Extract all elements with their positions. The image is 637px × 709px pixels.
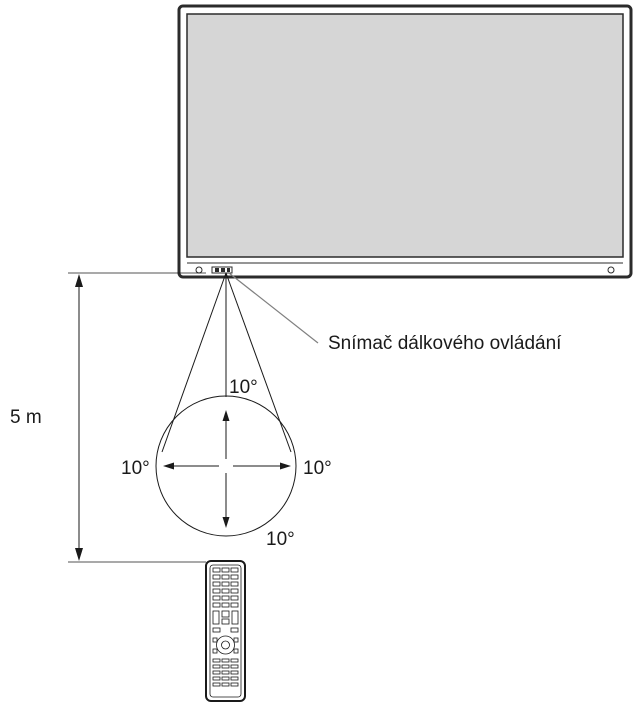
remote-control-icon xyxy=(205,560,246,702)
remote-sensor-icon xyxy=(211,266,233,274)
arrow-up-icon xyxy=(222,410,230,421)
direction-arrows xyxy=(163,410,291,528)
power-button-icon xyxy=(607,266,615,274)
reception-cone xyxy=(155,272,297,537)
angle-label-top: 10° xyxy=(229,377,258,398)
arrow-down-icon xyxy=(222,517,230,528)
angle-label-bottom: 10° xyxy=(266,529,295,550)
angle-label-right: 10° xyxy=(303,458,332,479)
angle-label-left: 10° xyxy=(121,458,150,479)
display-screen xyxy=(186,13,624,258)
cone-right-line xyxy=(225,272,292,453)
distance-arrowhead-down-icon xyxy=(75,548,83,561)
cone-circle xyxy=(155,395,297,537)
display-monitor xyxy=(177,4,633,279)
sensor-leader-line xyxy=(228,272,319,344)
sensor-label: Snímač dálkového ovládání xyxy=(328,333,562,354)
distance-label: 5 m xyxy=(10,407,42,428)
distance-arrowhead-up-icon xyxy=(75,274,83,287)
power-led-icon xyxy=(195,266,203,274)
arrow-right-icon xyxy=(280,462,291,470)
distance-dimension: 5 m xyxy=(10,272,206,563)
cone-left-line xyxy=(161,272,227,453)
arrow-left-icon xyxy=(163,462,174,470)
